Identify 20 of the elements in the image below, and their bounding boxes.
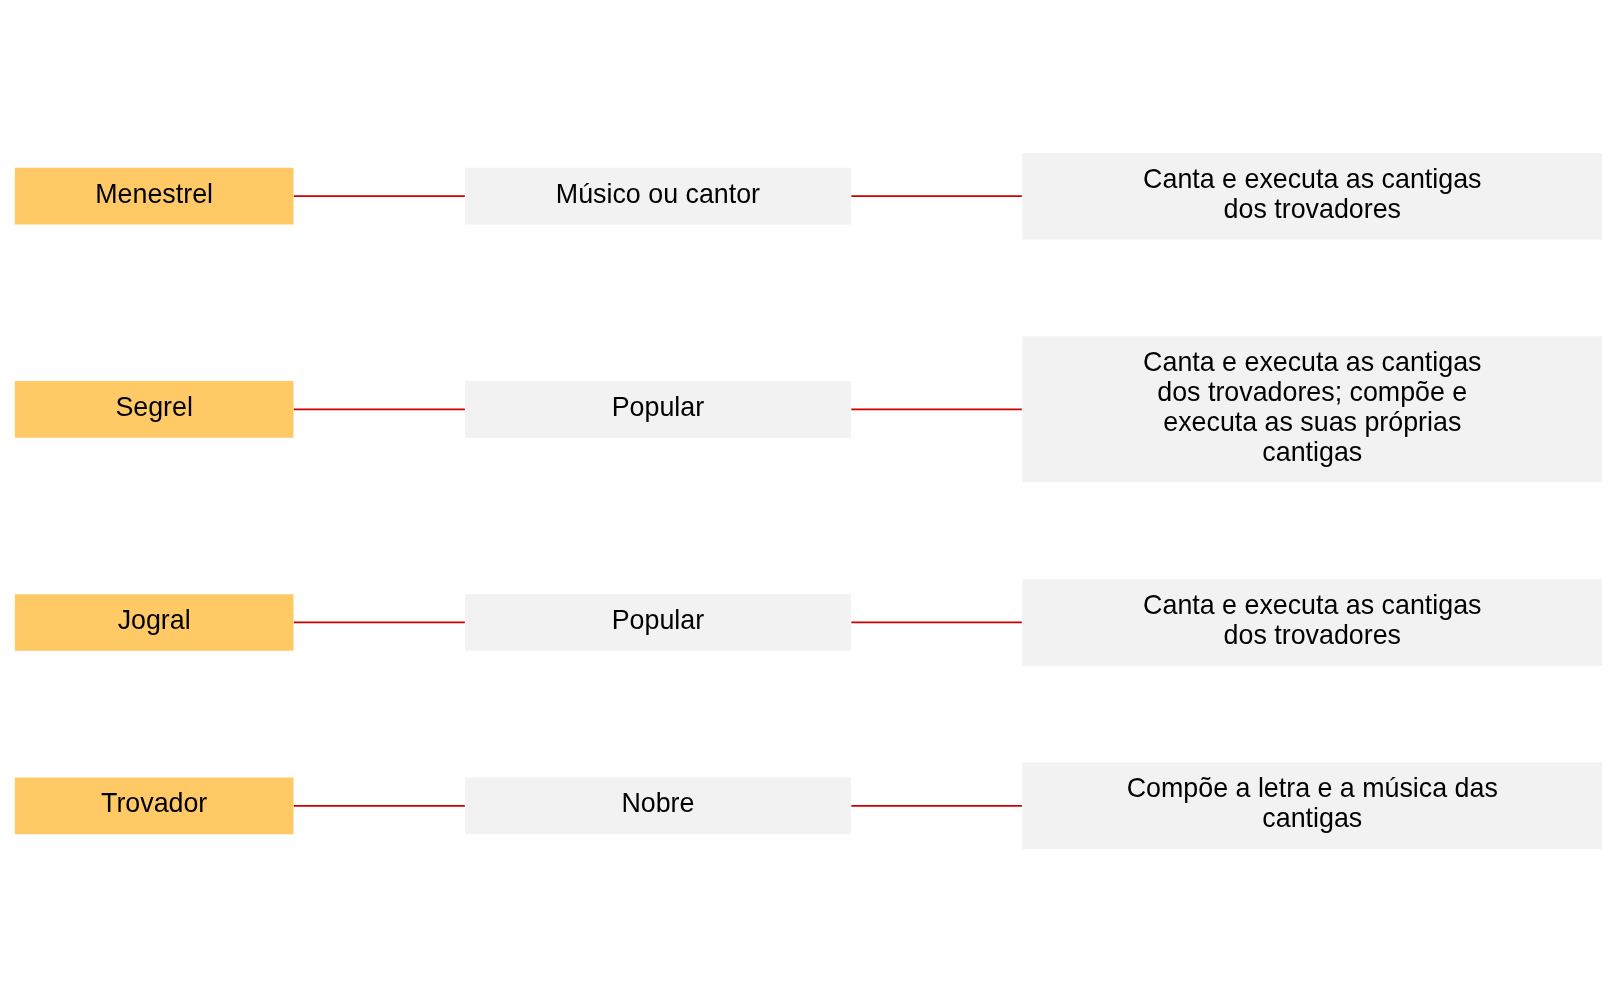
node-box: Músico ou cantor (464, 167, 851, 225)
node-box: Canta e executa as cantigas dos trovadores; compõe e executa as suas próprias cantigas (1022, 336, 1603, 483)
node-box: Segrel (14, 381, 294, 438)
node-box: Compõe a letra e a música das cantigas (1022, 762, 1603, 850)
node-box: Jogral (14, 594, 294, 651)
connector (292, 408, 466, 411)
connector (850, 621, 1023, 624)
connector (850, 804, 1023, 807)
connector (292, 804, 466, 807)
connector (292, 621, 466, 624)
node-box: Canta e executa as cantigas dos trovadores (1022, 579, 1603, 666)
connector (292, 195, 466, 198)
node-box: Canta e executa as cantigas dos trovadores (1022, 152, 1603, 240)
node-box: Popular (464, 381, 851, 438)
node-box: Trovador (14, 777, 294, 835)
connector (850, 408, 1023, 411)
connector (850, 195, 1023, 198)
node-box: Popular (464, 594, 851, 651)
node-box: Menestrel (14, 167, 294, 225)
node-box: Nobre (464, 777, 851, 835)
